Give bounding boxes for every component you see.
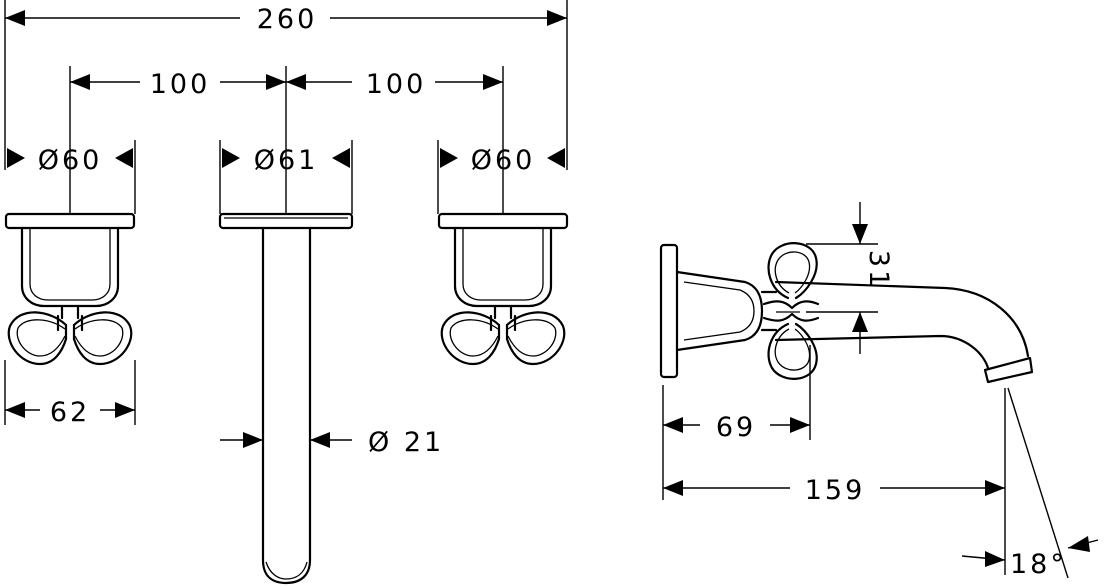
dim-label-side-depth-spout: 159	[805, 475, 866, 506]
dim-label-handle-width: 62	[50, 397, 90, 428]
left-handle	[6, 214, 134, 364]
dim-label-spacing-right: 100	[366, 69, 427, 100]
right-handle	[439, 214, 567, 364]
dim-rosette-diameters: Ø60 Ø61 Ø60	[7, 140, 565, 214]
dim-spout-angle: 18°	[961, 387, 1099, 580]
side-view	[659, 242, 1034, 384]
dim-spacing: 100 100	[69, 66, 504, 214]
dim-side-depth-handle: 69	[662, 345, 811, 500]
dim-label-spout-angle: 18°	[1010, 549, 1067, 580]
dim-overall-width: 260	[4, 0, 568, 170]
dim-label-overall-width: 260	[257, 4, 318, 35]
dim-spout-diameter: Ø 21	[220, 427, 444, 458]
dim-label-left-rosette: Ø60	[38, 145, 103, 176]
dim-label-spacing-left: 100	[150, 69, 211, 100]
dim-label-side-height: 31	[863, 250, 894, 290]
dim-label-side-depth-handle: 69	[716, 412, 756, 443]
dim-label-spout-diameter: Ø 21	[368, 427, 444, 458]
dim-side-height: 31	[806, 202, 894, 354]
dim-handle-width: 62	[4, 360, 136, 428]
dim-label-spout-rosette: Ø61	[254, 145, 319, 176]
dim-label-right-rosette: Ø60	[471, 145, 536, 176]
dim-side-depth-spout: 159	[663, 388, 1006, 575]
spout-front	[218, 212, 354, 585]
